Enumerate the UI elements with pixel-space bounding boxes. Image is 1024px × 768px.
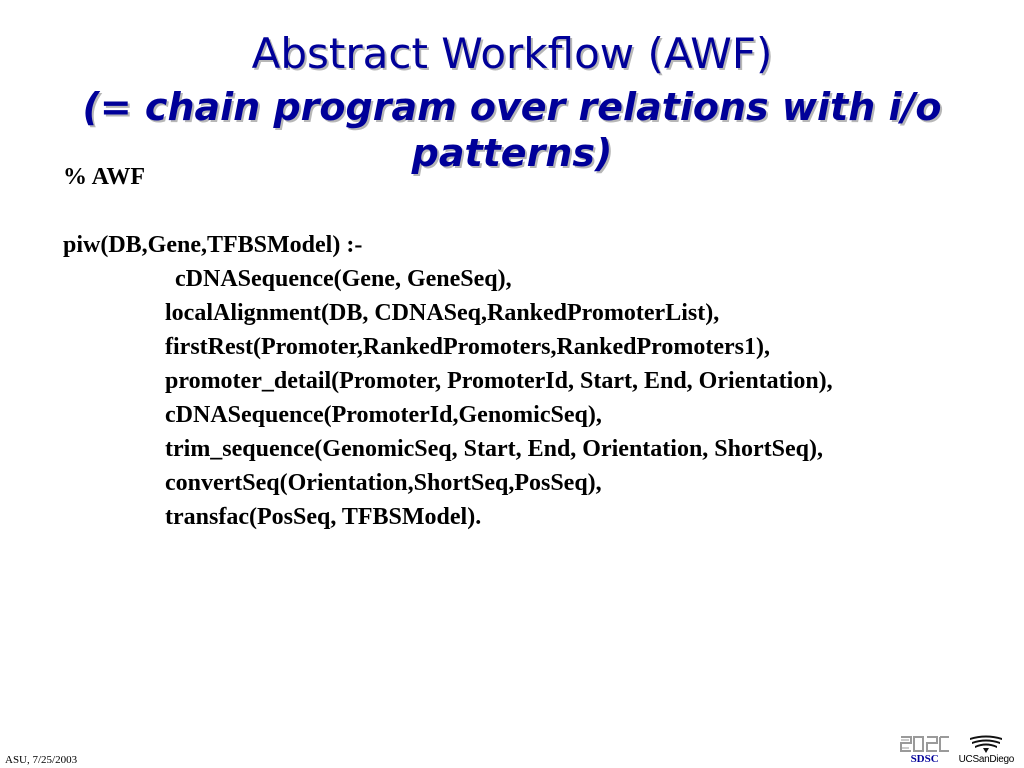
code-blank-line [63, 194, 833, 228]
footer-logos: SDSC UCSanDiego [899, 733, 1014, 765]
code-rule-head: piw(DB,Gene,TFBSModel) :- [63, 232, 363, 258]
code-goal: trim_sequence(GenomicSeq, Start, End, Or… [165, 436, 823, 462]
ucsd-logo: UCSanDiego [959, 734, 1014, 765]
code-block: % AWF piw(DB,Gene,TFBSModel) :- cDNASequ… [63, 160, 833, 534]
slide-title: Abstract Workflow (AWF) [251, 29, 773, 78]
code-goal: promoter_detail(Promoter, PromoterId, St… [165, 368, 833, 394]
ucsd-logo-icon [970, 735, 1003, 753]
code-goal: firstRest(Promoter,RankedPromoters,Ranke… [165, 334, 770, 360]
code-goal: localAlignment(DB, CDNASeq,RankedPromote… [165, 300, 720, 326]
sdsc-logo: SDSC [899, 734, 951, 765]
code-goal: transfac(PosSeq, TFBSModel). [165, 504, 482, 530]
footer-date: ASU, 7/25/2003 [5, 754, 78, 766]
code-goal: cDNASequence(Gene, GeneSeq), [175, 266, 512, 292]
ucsd-logo-text: UCSanDiego [958, 754, 1015, 765]
sdsc-logo-text: SDSC [910, 753, 939, 765]
slide-subtitle: (= chain program over relations with i/o… [82, 85, 942, 175]
code-comment: % AWF [63, 164, 146, 190]
sdsc-logo-icon [899, 736, 949, 752]
code-goal: convertSeq(Orientation,ShortSeq,PosSeq), [165, 470, 602, 496]
code-goal: cDNASequence(PromoterId,GenomicSeq), [165, 402, 602, 428]
